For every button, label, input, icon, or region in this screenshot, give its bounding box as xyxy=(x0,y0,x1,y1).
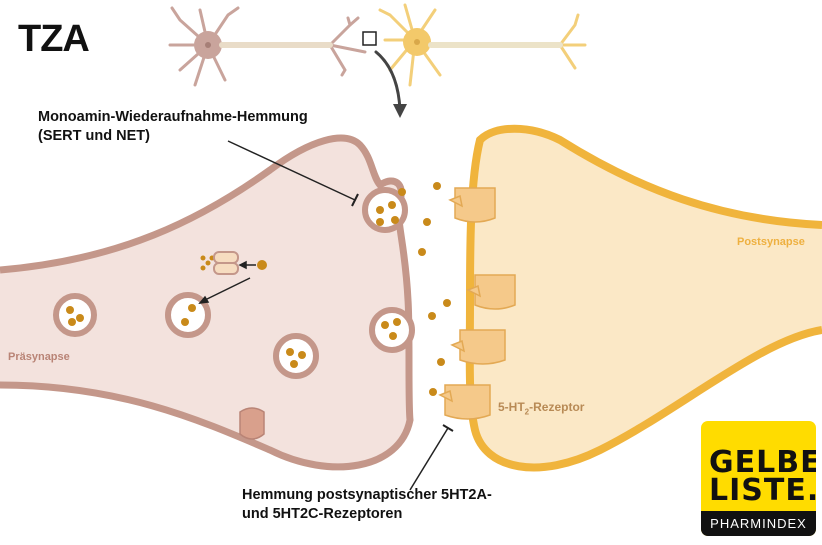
receptor-suffix: -Rezeptor xyxy=(529,400,585,414)
zoom-arrow xyxy=(374,50,402,112)
receptor-block-annotation: Hemmung postsynaptischer 5HT2A- und 5HT2… xyxy=(242,486,492,524)
reuptake-annotation: Monoamin-Wiederaufnahme-Hemmung (SERT un… xyxy=(38,108,308,146)
logo-line2: LISTE. xyxy=(709,473,816,508)
transporter xyxy=(213,251,239,275)
receptor-block-line2: und 5HT2C-Rezeptoren xyxy=(242,506,403,522)
vesicles xyxy=(53,292,319,379)
logo-sub: PHARMINDEX xyxy=(701,511,816,536)
reuptake-line1: Monoamin-Wiederaufnahme-Hemmung xyxy=(38,109,308,125)
presynapse-label: Präsynapse xyxy=(8,351,70,363)
logo-line1: GELBE xyxy=(709,445,816,480)
zoom-box xyxy=(362,31,377,46)
receptors xyxy=(239,187,516,440)
neurotransmitters xyxy=(66,182,451,396)
receptor-prefix: 5-HT xyxy=(498,400,525,414)
postsynapse-shape xyxy=(465,124,822,472)
title: TZA xyxy=(18,18,90,60)
neuron-overview xyxy=(168,3,587,118)
postsynapse-label: Postsynapse xyxy=(737,236,805,248)
receptor-sub: 2 xyxy=(524,407,530,417)
reuptake-line2: (SERT und NET) xyxy=(38,128,150,144)
receptor-label: 5-HT2-Rezeptor xyxy=(498,400,584,416)
receptor-block-line1: Hemmung postsynaptischer 5HT2A- xyxy=(242,487,492,503)
